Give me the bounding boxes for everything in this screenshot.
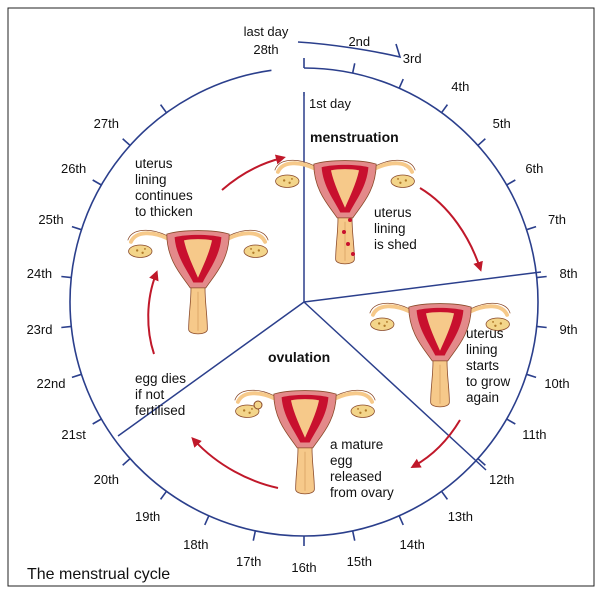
arrow-to-growth — [419, 187, 483, 272]
day-label: last day — [244, 24, 289, 39]
day-tick — [122, 138, 131, 147]
note-lining-grows: uterus lining starts to grow again — [466, 326, 514, 405]
ring-arc — [69, 67, 539, 537]
phase-menstruation-label: menstruation — [310, 129, 399, 145]
note-lining-shed: uterus lining is shed — [374, 205, 417, 252]
day-tick — [506, 418, 516, 425]
day-tick — [398, 78, 404, 89]
divider-day10 — [303, 301, 487, 471]
day-label: 23rd — [26, 322, 52, 337]
day-tick — [536, 275, 547, 279]
divider-day19 — [117, 301, 305, 437]
day-tick — [526, 225, 537, 231]
frame-border — [7, 7, 595, 587]
arrow-to-release — [410, 419, 461, 468]
note-egg-dies: egg dies if not fertilised — [135, 371, 190, 418]
menstrual-flow-dots — [342, 208, 355, 256]
day-label: 17th — [236, 554, 261, 569]
arrow-to-thickening — [147, 270, 159, 355]
day-label: 27th — [94, 116, 119, 131]
day-label: 6th — [525, 161, 543, 176]
day-tick — [506, 179, 516, 186]
day-label: 7th — [548, 212, 566, 227]
arrow-to-egg-dies — [191, 437, 279, 489]
day-label: 8th — [560, 266, 578, 281]
day-label: 3rd — [403, 51, 422, 66]
day-label: 5th — [493, 116, 511, 131]
day-label: 10th — [544, 376, 569, 391]
day-label: 1st day — [309, 96, 351, 111]
day-label: 15th — [347, 554, 372, 569]
day-label: 22nd — [37, 376, 66, 391]
day-tick — [92, 418, 102, 425]
day-label: 16th — [291, 560, 316, 575]
day-label: 21st — [61, 427, 86, 442]
day-label: 19th — [135, 509, 160, 524]
diagram-caption: The menstrual cycle — [27, 566, 170, 583]
day-tick — [71, 373, 82, 379]
day-labels: 1st day 2nd 3rd 4th 5th 6th 7th 8th 9th 10th 11th 1… — [26, 24, 577, 575]
phase-ovulation-label: ovulation — [268, 349, 330, 365]
day-label: 9th — [560, 322, 578, 337]
day-label: 18th — [183, 537, 208, 552]
day-label: 28th — [253, 42, 278, 57]
note-lining-thickens: uterus lining continues to thicken — [135, 156, 197, 219]
day-tick — [536, 325, 547, 329]
day-tick — [61, 325, 72, 329]
day-tick — [477, 457, 486, 466]
day-tick — [61, 275, 72, 279]
day-label: 20th — [94, 472, 119, 487]
day-label: 12th — [489, 472, 514, 487]
day-label: 14th — [400, 537, 425, 552]
arrow-to-menstruation — [221, 154, 286, 191]
egg-icon — [253, 400, 263, 410]
day-tick — [71, 225, 82, 231]
note-egg-released: a mature egg released from ovary — [330, 437, 394, 500]
day-tick — [526, 373, 537, 379]
day-label: 24th — [27, 266, 52, 281]
day-tick — [159, 490, 168, 500]
day-tick — [204, 515, 210, 526]
day-label: 13th — [448, 509, 473, 524]
day-tick — [159, 104, 168, 114]
divider-day6 — [303, 271, 542, 303]
day-label: 25th — [38, 212, 63, 227]
day-tick — [351, 530, 356, 541]
day-tick — [398, 515, 404, 526]
day-label: 26th — [61, 161, 86, 176]
day-tick — [122, 457, 131, 466]
day-label: 2nd — [348, 34, 370, 49]
day-tick — [440, 490, 449, 500]
day-label: 4th — [451, 79, 469, 94]
ring-last-day-bar — [297, 41, 402, 96]
day-tick — [440, 104, 449, 114]
day-tick — [252, 530, 257, 541]
day-tick — [477, 138, 486, 147]
day-label: 11th — [522, 427, 546, 442]
cycle-ring — [61, 41, 547, 546]
day-tick — [351, 63, 356, 74]
day-tick — [92, 179, 102, 186]
